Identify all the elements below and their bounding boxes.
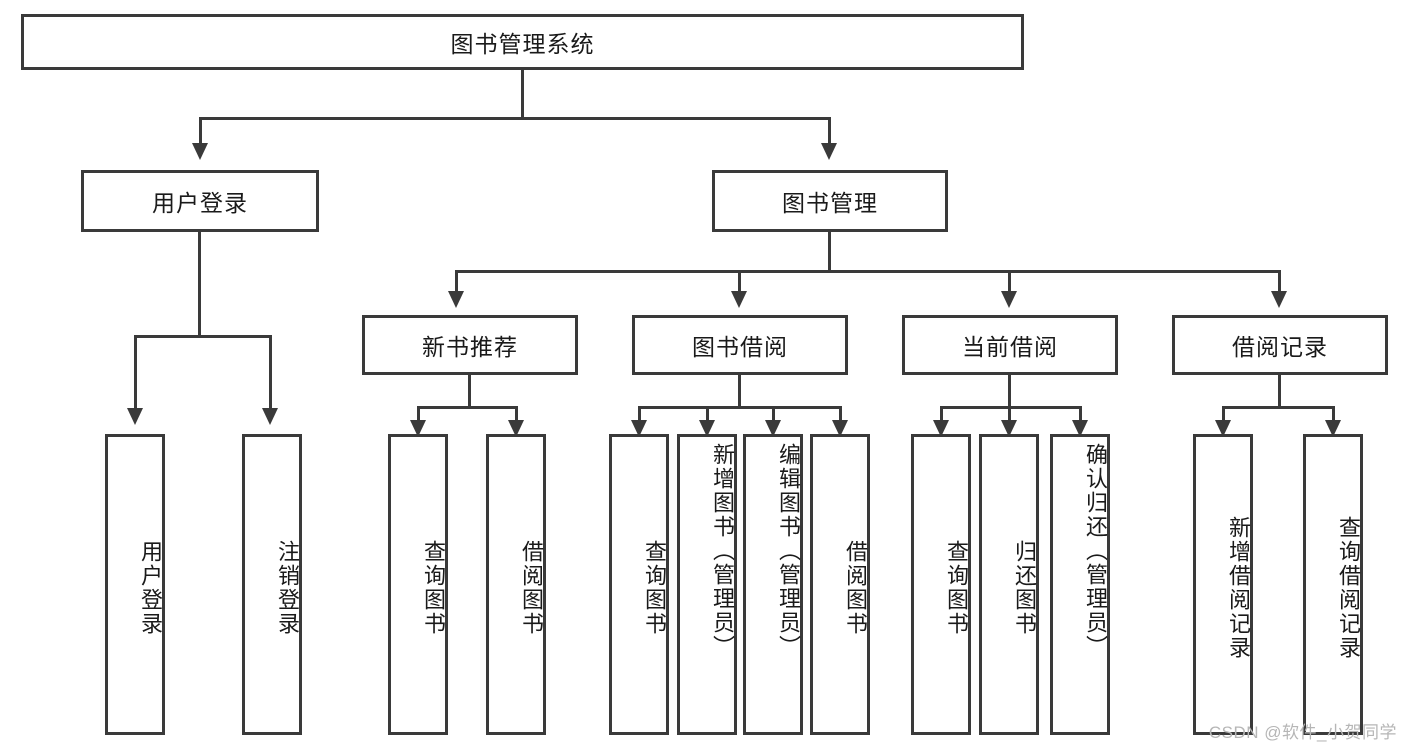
connector-new-book-to-leaf-2: [515, 406, 518, 424]
connector-bm-to-current-borrow: [1008, 270, 1011, 294]
connector-root-to-book-management: [828, 117, 831, 146]
arrowhead-current-borrow-to-leaf-3: [1072, 420, 1088, 437]
node-label: 归还图书: [1012, 539, 1037, 636]
node-label: 查询图书: [642, 539, 667, 636]
node-label: 新增借阅记录: [1226, 515, 1251, 660]
leaf-user-login-logout[interactable]: 注销登录: [242, 434, 302, 735]
arrowhead-book-borrow-to-leaf-2: [699, 420, 715, 437]
connector-current-borrow-stem: [1008, 375, 1011, 409]
connector-current-borrow-to-leaf-2: [1008, 406, 1011, 424]
arrowhead-current-borrow-to-leaf-1: [933, 420, 949, 437]
leaf-user-login-login[interactable]: 用户登录: [105, 434, 165, 735]
node-label: 新增图书（管理员）: [710, 443, 735, 659]
leaf-new-book-query-book[interactable]: 查询图书: [388, 434, 448, 735]
leaf-book-borrow-edit-book-admin[interactable]: 编辑图书（管理员）: [743, 434, 803, 735]
leaf-current-borrow-confirm-return-admin[interactable]: 确认归还（管理员）: [1050, 434, 1110, 735]
connector-book-borrow-stem: [738, 375, 741, 409]
connector-root-to-user-login: [199, 117, 202, 146]
connector-user-login-to-leaf-2: [269, 335, 272, 411]
arrowhead-root-to-user-login: [192, 143, 208, 160]
connector-book-borrow-bus: [638, 406, 842, 409]
node-label: 用户登录: [138, 539, 163, 636]
node-book-management[interactable]: 图书管理: [712, 170, 948, 232]
arrowhead-borrow-record-to-leaf-2: [1325, 420, 1341, 437]
arrowhead-bm-to-borrow-record: [1271, 291, 1287, 308]
leaf-book-borrow-add-book-admin[interactable]: 新增图书（管理员）: [677, 434, 737, 735]
connector-user-login-stem: [198, 232, 201, 338]
arrowhead-book-borrow-to-leaf-4: [832, 420, 848, 437]
node-label: 查询借阅记录: [1336, 515, 1361, 660]
arrowhead-bm-to-book-borrow: [731, 291, 747, 308]
node-label: 图书借阅: [692, 334, 788, 360]
connector-current-borrow-to-leaf-1: [940, 406, 943, 424]
connector-user-login-bus: [134, 335, 272, 338]
connector-borrow-record-stem: [1278, 375, 1281, 409]
arrowhead-book-borrow-to-leaf-3: [765, 420, 781, 437]
connector-new-book-bus: [417, 406, 518, 409]
node-label: 查询图书: [944, 539, 969, 636]
watermark-text: CSDN @软件_小贺同学: [1208, 723, 1397, 742]
connector-book-borrow-to-leaf-1: [638, 406, 641, 424]
node-book-borrow[interactable]: 图书借阅: [632, 315, 848, 375]
node-label: 当前借阅: [962, 334, 1058, 360]
connector-root-bus: [199, 117, 831, 120]
connector-book-management-stem: [828, 232, 831, 273]
node-label: 编辑图书（管理员）: [776, 443, 801, 659]
leaf-new-book-borrow-book[interactable]: 借阅图书: [486, 434, 546, 735]
connector-borrow-record-to-leaf-1: [1222, 406, 1225, 424]
arrowhead-bm-to-current-borrow: [1001, 291, 1017, 308]
connector-user-login-to-leaf-1: [134, 335, 137, 411]
arrowhead-new-book-to-leaf-2: [508, 420, 524, 437]
connector-root-stem: [521, 70, 524, 119]
arrowhead-current-borrow-to-leaf-2: [1001, 420, 1017, 437]
connector-new-book-stem: [468, 375, 471, 409]
leaf-current-borrow-query-book[interactable]: 查询图书: [911, 434, 971, 735]
node-label: 借阅图书: [519, 539, 544, 636]
connector-book-borrow-to-leaf-4: [839, 406, 842, 424]
arrowhead-root-to-book-management: [821, 143, 837, 160]
leaf-book-borrow-query-book[interactable]: 查询图书: [609, 434, 669, 735]
connector-bm-to-new-book: [455, 270, 458, 294]
connector-book-management-bus: [455, 270, 1281, 273]
connector-current-borrow-bus: [940, 406, 1082, 409]
node-label: 图书管理: [782, 190, 878, 216]
arrowhead-user-login-to-leaf-1: [127, 408, 143, 425]
node-new-book-recommend[interactable]: 新书推荐: [362, 315, 578, 375]
node-root-book-management-system[interactable]: 图书管理系统: [21, 14, 1024, 70]
leaf-current-borrow-return-book[interactable]: 归还图书: [979, 434, 1039, 735]
connector-book-borrow-to-leaf-3: [772, 406, 775, 424]
node-label: 新书推荐: [422, 334, 518, 360]
connector-book-borrow-to-leaf-2: [706, 406, 709, 424]
node-label: 借阅图书: [843, 539, 868, 636]
arrowhead-user-login-to-leaf-2: [262, 408, 278, 425]
node-label: 用户登录: [152, 190, 248, 216]
node-user-login[interactable]: 用户登录: [81, 170, 319, 232]
node-label: 注销登录: [275, 539, 300, 636]
node-label: 借阅记录: [1232, 334, 1328, 360]
connector-borrow-record-bus: [1222, 406, 1335, 409]
connector-current-borrow-to-leaf-3: [1079, 406, 1082, 424]
connector-borrow-record-to-leaf-2: [1332, 406, 1335, 424]
arrowhead-bm-to-new-book: [448, 291, 464, 308]
connector-bm-to-borrow-record: [1278, 270, 1281, 294]
connector-new-book-to-leaf-1: [417, 406, 420, 424]
leaf-book-borrow-borrow-book[interactable]: 借阅图书: [810, 434, 870, 735]
arrowhead-borrow-record-to-leaf-1: [1215, 420, 1231, 437]
node-label: 图书管理系统: [450, 31, 595, 57]
node-label: 查询图书: [421, 539, 446, 636]
connector-bm-to-book-borrow: [738, 270, 741, 294]
node-label: 确认归还（管理员）: [1083, 443, 1108, 659]
arrowhead-book-borrow-to-leaf-1: [631, 420, 647, 437]
leaf-borrow-record-add-record[interactable]: 新增借阅记录: [1193, 434, 1253, 735]
arrowhead-new-book-to-leaf-1: [410, 420, 426, 437]
node-current-borrow[interactable]: 当前借阅: [902, 315, 1118, 375]
leaf-borrow-record-query-record[interactable]: 查询借阅记录: [1303, 434, 1363, 735]
node-borrow-record[interactable]: 借阅记录: [1172, 315, 1388, 375]
